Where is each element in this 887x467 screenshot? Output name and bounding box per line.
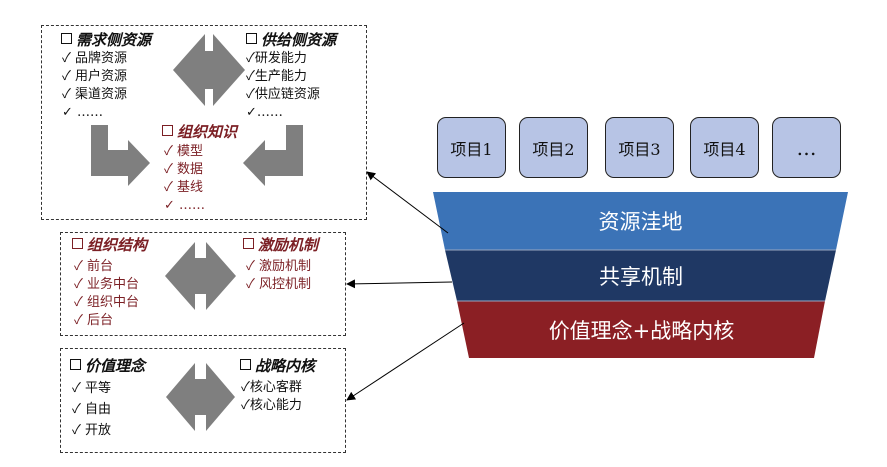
project-box: 项目4 — [690, 117, 759, 178]
incentive-item: ✓ 激励机制 — [246, 259, 312, 274]
connector-arrow-resources — [366, 171, 449, 234]
demand-title: 需求侧资源 — [61, 33, 151, 48]
mechanism-box — [60, 232, 346, 336]
funnel-band-middle — [445, 250, 836, 301]
checkbox-square-icon — [240, 359, 251, 370]
bent-arrow-icon-right — [243, 125, 303, 186]
knowledge-item: ✓ 模型 — [164, 144, 204, 159]
supply-item: ✓研发能力 — [246, 51, 307, 66]
funnel-label-top: 资源洼地 — [598, 210, 683, 234]
structure-item: ✓ 组织中台 — [74, 295, 140, 310]
bent-arrow-icon-left — [91, 125, 150, 186]
double-arrow-icon-mechanism — [165, 242, 236, 310]
strategy-title: 战略内核 — [240, 359, 315, 374]
demand-item: ✓ …… — [62, 105, 104, 120]
supply-item: ✓供应链资源 — [246, 87, 320, 102]
knowledge-item: ✓ 基线 — [164, 180, 204, 195]
demand-item: ✓ 品牌资源 — [62, 51, 128, 66]
values-item: ✓ 开放 — [72, 423, 112, 438]
funnel-band-bottom — [457, 301, 825, 358]
structure-item: ✓ 后台 — [74, 313, 114, 328]
project-box: 项目1 — [437, 117, 506, 178]
double-arrow-icon-resources — [173, 34, 245, 106]
strategy-item: ✓核心客群 — [241, 380, 302, 395]
structure-item: ✓ 前台 — [74, 259, 114, 274]
double-arrow-icon-values — [166, 363, 235, 431]
checkbox-square-icon — [70, 359, 81, 370]
checkbox-square-icon — [61, 33, 72, 44]
demand-item: ✓ 用户资源 — [62, 69, 128, 84]
checkbox-square-icon — [162, 125, 173, 136]
incentive-item: ✓ 风控机制 — [246, 277, 312, 292]
values-title: 价值理念 — [70, 359, 145, 374]
project-box: 项目3 — [605, 117, 674, 178]
knowledge-title: 组织知识 — [162, 125, 237, 140]
funnel-band-top — [433, 192, 848, 250]
supply-item: ✓生产能力 — [246, 69, 307, 84]
knowledge-item: ✓ …… — [164, 198, 206, 213]
values-item: ✓ 平等 — [72, 381, 112, 396]
project-box: 项目2 — [519, 117, 588, 178]
supply-item: ✓…… — [246, 105, 283, 120]
demand-item: ✓ 渠道资源 — [62, 87, 128, 102]
project-box: … — [772, 117, 841, 178]
checkbox-square-icon — [243, 238, 254, 249]
incentive-title: 激励机制 — [243, 238, 318, 253]
values-item: ✓ 自由 — [72, 402, 112, 417]
knowledge-item: ✓ 数据 — [164, 162, 204, 177]
checkbox-square-icon — [246, 33, 257, 44]
connector-arrow-values — [346, 322, 465, 401]
structure-item: ✓ 业务中台 — [74, 277, 140, 292]
values-box — [60, 348, 346, 453]
funnel-label-bottom: 价值理念+战略内核 — [548, 318, 735, 343]
resources-box — [41, 25, 367, 220]
strategy-item: ✓核心能力 — [241, 398, 302, 413]
supply-title: 供给侧资源 — [246, 33, 336, 48]
connector-arrow-mechanism — [346, 279, 453, 289]
structure-title: 组织结构 — [72, 238, 147, 253]
funnel-label-middle: 共享机制 — [599, 264, 683, 289]
checkbox-square-icon — [72, 238, 83, 249]
